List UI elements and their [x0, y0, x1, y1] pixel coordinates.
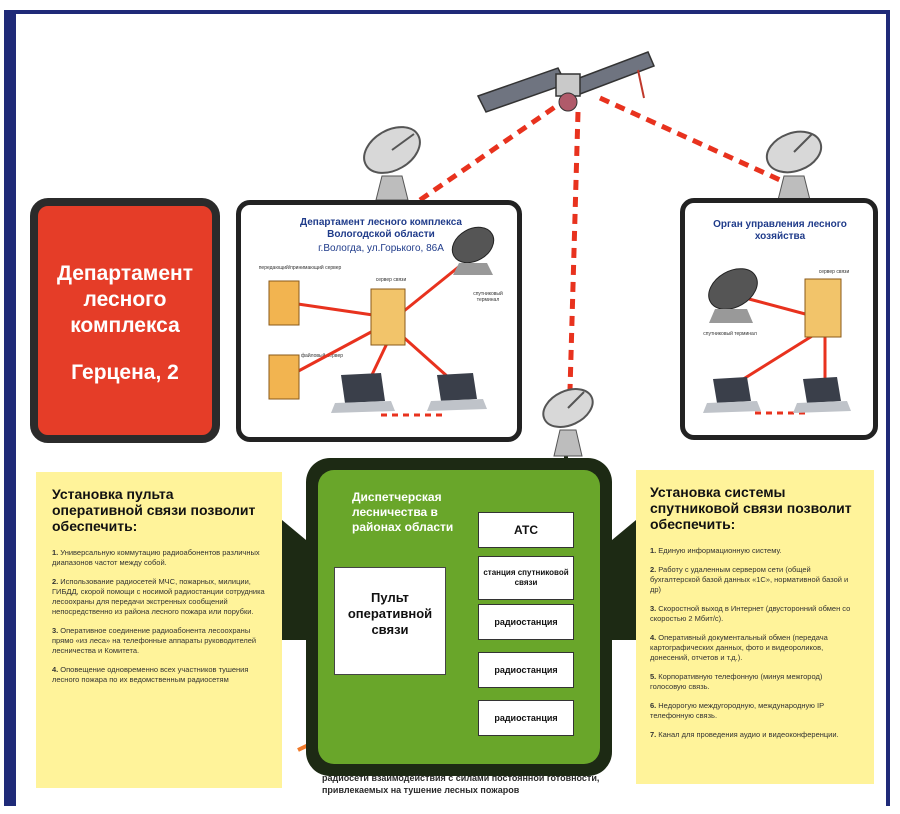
console-benefits-heading: Установка пульта оперативной связи позво…: [52, 486, 256, 534]
satellite-benefits-heading: Установка системы спутниковой связи позв…: [650, 484, 852, 532]
dispatch-title: Диспетчерская лесничества в районах обла…: [352, 490, 454, 534]
laptop-icon: [331, 373, 487, 413]
list-item: 3.Скоростной выход в Интернет (двусторон…: [650, 604, 851, 623]
forestry-authority-box: Орган управления лесного хозяйства серве…: [680, 198, 878, 440]
operational-console: Пульт оперативной связи: [334, 567, 446, 675]
satellite-benefits-panel: Установка системы спутниковой связи позв…: [636, 470, 874, 784]
forestry-network: [703, 268, 851, 415]
terminal-dish-icon: [708, 268, 758, 323]
main-server-label: сервер связи: [375, 277, 407, 283]
terminal-label: спутниковый терминал: [473, 291, 503, 303]
server-icon: [268, 280, 406, 400]
satellite-dish-icon: [542, 388, 594, 457]
unit-ats: АТС: [478, 512, 574, 548]
list-item: 5.Корпоративную телефонную (минуя межгор…: [650, 672, 823, 691]
satellite-dish-icon: [363, 126, 421, 201]
unit-radio-station: радиостанция: [478, 604, 574, 640]
department-address: Герцена, 2: [71, 361, 179, 384]
vologda-network: [268, 226, 495, 417]
forestry-title: Орган управления лесного хозяйства: [713, 219, 847, 242]
list-item: 3.Оперативное соединение радиоабонента л…: [52, 626, 257, 655]
console-benefits-panel: Установка пульта оперативной связи позво…: [36, 472, 282, 788]
list-item: 4.Оповещение одновременно всех участнико…: [52, 665, 249, 684]
list-item: 6.Недорогую междугородную, международную…: [650, 701, 824, 720]
department-card: Департамент лесного комплекса Герцена, 2: [30, 198, 220, 443]
list-item: 7.Канал для проведения аудио и видеоконф…: [650, 730, 839, 739]
server-top-label: передающий/принимающий сервер: [258, 265, 342, 271]
list-item: 2.Использование радиосетей МЧС, пожарных…: [52, 577, 265, 616]
sat-link-left: [418, 95, 570, 203]
satellite-icon: [476, 51, 655, 113]
vologda-address: г.Вологда, ул.Горького, 86А: [318, 243, 444, 254]
list-item: 2.Работу с удаленным сервером сети (обще…: [650, 565, 849, 594]
unit-radio-station: радиостанция: [478, 700, 574, 736]
radio-network-caption: радиосети взаимодействия с силами постоя…: [322, 773, 600, 795]
file-server-label: файловый сервер: [300, 353, 344, 359]
vologda-title: Департамент лесного комплекса Вологодско…: [300, 217, 462, 240]
laptop-icon: [703, 377, 851, 413]
server-icon: [804, 278, 842, 338]
satellite-dish-icon: [765, 130, 823, 201]
sat-link-down: [567, 111, 581, 391]
list-item: 1.Универсальную коммутацию радиоабоненто…: [52, 548, 260, 567]
vologda-department-box: Департамент лесного комплекса Вологодско…: [236, 200, 522, 442]
forestry-server-label: сервер связи: [818, 269, 850, 275]
list-item: 1.Единую информационную систему.: [650, 546, 782, 555]
list-item: 4.Оперативный документальный обмен (пере…: [650, 633, 828, 662]
department-name: Департамент лесного комплекса: [57, 262, 193, 337]
terminal-dish-icon: [451, 226, 495, 275]
forestry-terminal-label: спутниковый терминал: [703, 331, 757, 337]
page-frame: [4, 10, 890, 806]
unit-satellite-station: станция спутниковой связи: [478, 556, 574, 600]
unit-radio-station: радиостанция: [478, 652, 574, 688]
